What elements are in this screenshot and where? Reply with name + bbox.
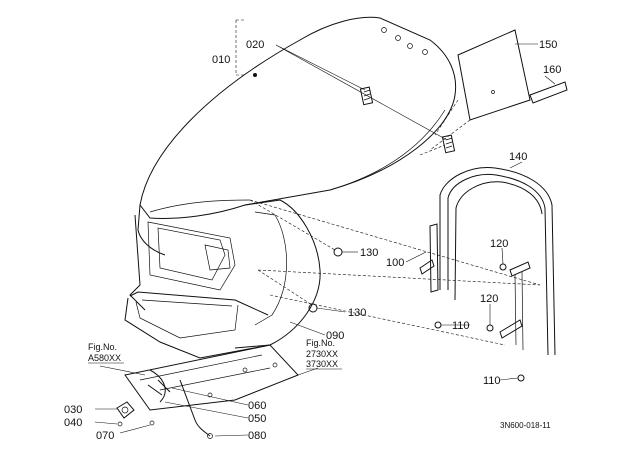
figure-references: Fig.No. A580XX Fig.No. 2730XX 3730XX [88,338,342,370]
bonnet-part [124,16,457,359]
callout-020: 020 [246,39,264,51]
fig-ref-a-label: Fig.No. [88,342,117,352]
callout-150: 150 [539,39,557,51]
callout-130-upper: 130 [360,247,378,259]
rops-frame-part [419,167,556,356]
callout-140: 140 [509,151,527,163]
hardware-parts [308,247,525,382]
callout-010: 010 [212,54,230,66]
fig-ref-b-code1: 2730XX [306,349,338,359]
panel-part [419,29,568,156]
callout-160: 160 [543,64,561,76]
callout-030: 030 [64,404,82,416]
callout-labels: 010 020 150 160 140 130 100 120 120 130 … [64,39,561,442]
lower-stay-part [116,344,299,439]
callout-060: 060 [248,400,266,412]
drawing-code: 3N600-018-11 [500,421,551,430]
fig-ref-a-code: A580XX [88,353,121,363]
callout-040: 040 [64,417,82,429]
callout-110-upper: 110 [452,320,470,332]
callout-110-lower: 110 [483,375,501,387]
fig-ref-b-code2: 3730XX [306,359,338,369]
fig-ref-b-label: Fig.No. [306,338,335,348]
callout-130-lower: 130 [348,307,366,319]
reference-lines [235,19,541,346]
callout-100: 100 [386,257,404,269]
callout-070: 070 [96,430,114,442]
callout-120-lower: 120 [480,293,498,305]
callout-050: 050 [248,413,266,425]
leader-lines [94,43,556,437]
callout-120-upper: 120 [490,238,508,250]
callout-090: 090 [326,330,344,342]
callout-080: 080 [248,430,266,442]
